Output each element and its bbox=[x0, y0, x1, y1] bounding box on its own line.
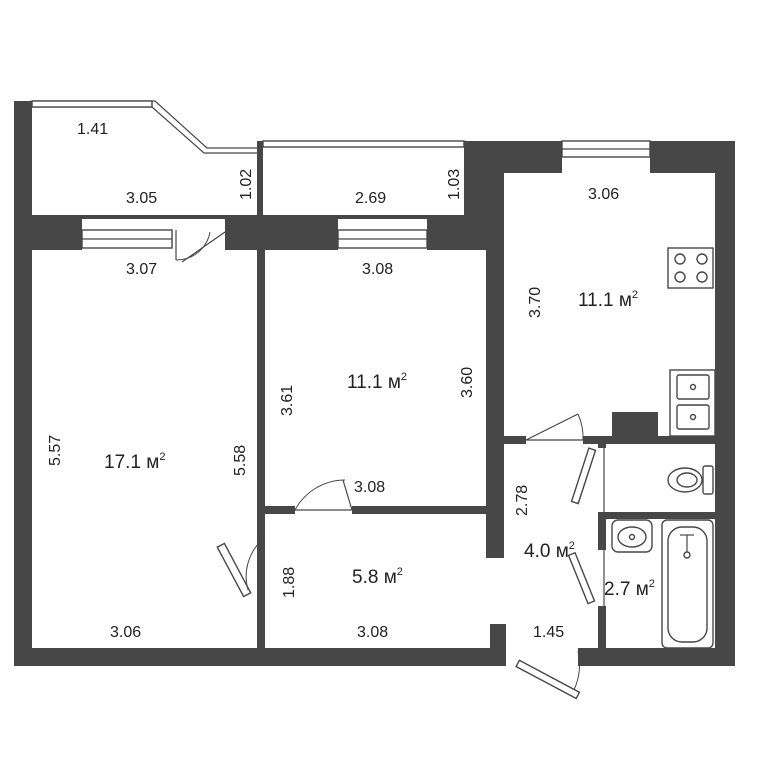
wall-balcony-divider bbox=[257, 141, 263, 219]
area-bathroom: 2.7 м2 bbox=[604, 578, 655, 600]
fixtures bbox=[611, 247, 716, 649]
windows bbox=[31, 100, 651, 249]
dim-balcony-left-width: 3.05 bbox=[126, 190, 157, 207]
wall-outer-top-kitchen-right bbox=[650, 141, 735, 173]
door-bath bbox=[567, 550, 605, 606]
wall-wc-bath bbox=[604, 512, 716, 519]
dim-corridor-height-left: 2.78 bbox=[514, 485, 531, 516]
dim-balcony-right-depth: 1.03 bbox=[446, 169, 463, 200]
wall-outer-bottom bbox=[14, 648, 506, 666]
area-living: 17.1 м2 bbox=[104, 451, 165, 473]
wall-balcony-back-1 bbox=[14, 218, 82, 250]
walls bbox=[14, 101, 735, 666]
dim-living-height-right: 5.58 bbox=[232, 445, 249, 476]
window-balcony-left bbox=[31, 100, 153, 108]
wall-living-bedroom bbox=[257, 248, 265, 651]
sink-icon bbox=[669, 369, 716, 437]
wall-kitchen-bottom-right bbox=[583, 436, 715, 444]
wall-hall-corridor-stub bbox=[490, 624, 506, 654]
wall-bedroom-kitchen bbox=[486, 248, 504, 558]
dim-living-height-left: 5.57 bbox=[47, 435, 64, 466]
bathtub-icon bbox=[661, 519, 714, 649]
dim-hall-height-left: 1.88 bbox=[281, 567, 298, 598]
wall-balcony-back-2 bbox=[225, 218, 338, 250]
wall-corridor-right-mid bbox=[598, 512, 606, 550]
dim-bedroom-width-top: 3.08 bbox=[362, 261, 393, 278]
wall-corridor-right-bottom bbox=[598, 606, 606, 656]
dim-bedroom-height-right: 3.60 bbox=[459, 367, 476, 398]
wall-bedroom-bottom-right bbox=[352, 506, 492, 514]
window-balcony-right bbox=[262, 140, 465, 148]
wall-balcony-bottom bbox=[32, 215, 472, 219]
dim-kitchen-height-left: 3.70 bbox=[527, 287, 544, 318]
washbasin-icon bbox=[611, 519, 653, 553]
area-corridor: 4.0 м2 bbox=[524, 540, 575, 562]
wall-outer-bottom-right bbox=[578, 648, 735, 666]
doors bbox=[175, 230, 605, 700]
dim-balcony-left-depth: 1.02 bbox=[238, 169, 255, 200]
door-wc bbox=[570, 447, 605, 512]
wall-corridor-right-top bbox=[598, 440, 606, 448]
stove-icon bbox=[667, 247, 714, 289]
dim-hall-width-bottom: 3.08 bbox=[357, 624, 388, 641]
area-kitchen: 11.1 м2 bbox=[578, 289, 638, 311]
door-balcony bbox=[175, 230, 226, 263]
door-living bbox=[216, 539, 263, 598]
door-bedroom bbox=[294, 479, 353, 511]
dim-balcony-right-width: 2.69 bbox=[355, 190, 386, 207]
door-kitchen bbox=[525, 413, 584, 441]
area-hall: 5.8 м2 bbox=[352, 566, 403, 588]
dimension-labels: 1.41 3.05 1.02 2.69 1.03 3.06 3.70 3.07 … bbox=[47, 121, 619, 641]
area-labels: 17.1 м2 11.1 м2 11.1 м2 5.8 м2 4.0 м2 2.… bbox=[104, 289, 655, 600]
dim-bedroom-height-left: 3.61 bbox=[279, 385, 296, 416]
wall-balcony-back-3 bbox=[427, 218, 504, 250]
door-entrance bbox=[515, 650, 581, 700]
dim-living-width-bottom: 3.06 bbox=[110, 624, 141, 641]
area-bedroom: 11.1 м2 bbox=[347, 371, 407, 393]
wall-bedroom-bottom-left bbox=[257, 506, 295, 514]
wall-outer-right bbox=[715, 141, 735, 666]
wall-kitchen-bottom bbox=[504, 436, 526, 444]
dim-living-width-top: 3.07 bbox=[126, 261, 157, 278]
toilet-icon bbox=[667, 465, 714, 495]
balcony-left-outline bbox=[32, 100, 257, 154]
dim-kitchen-width-top: 3.06 bbox=[588, 186, 619, 203]
dim-corridor-width-bottom: 1.45 bbox=[533, 624, 564, 641]
dim-bedroom-width-bottom: 3.08 bbox=[354, 479, 385, 496]
wall-outer-left bbox=[14, 101, 32, 666]
dim-balcony-left-slant: 1.41 bbox=[77, 121, 108, 138]
